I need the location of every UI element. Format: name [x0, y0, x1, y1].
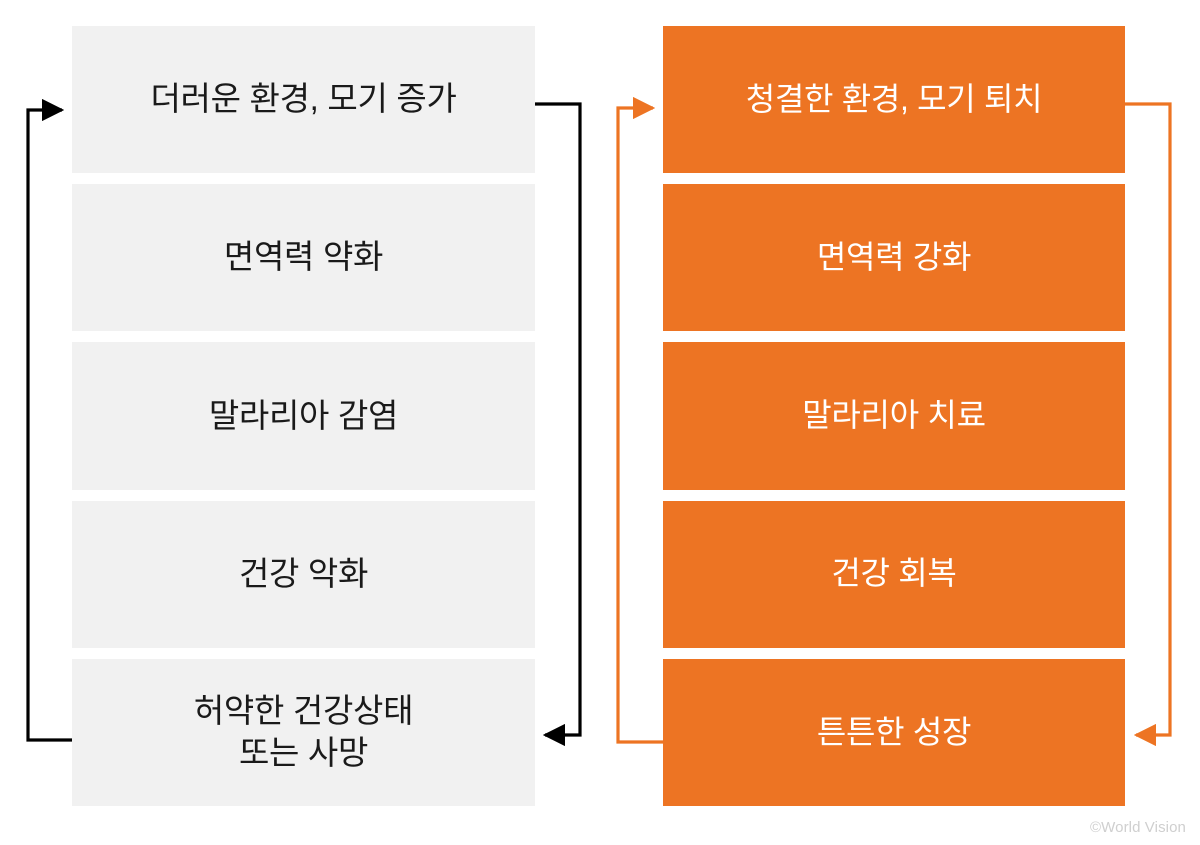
negative-loop-right-connector — [534, 102, 582, 747]
negative-step-4[interactable]: 건강 악화 — [72, 500, 535, 648]
negative-step-3-label: 말라리아 감염 — [208, 396, 399, 434]
negative-step-1-label: 더러운 환경, 모기 증가 — [150, 80, 457, 118]
negative-step-1[interactable]: 더러운 환경, 모기 증가 — [72, 26, 535, 174]
negative-step-4-label: 건강 악화 — [238, 554, 369, 592]
positive-step-4-label: 건강 회복 — [831, 555, 957, 592]
negative-step-2-label: 면역력 약화 — [223, 238, 384, 276]
positive-step-1-label: 청결한 환경, 모기 퇴치 — [745, 80, 1043, 117]
positive-step-2[interactable]: 면역력 강화 — [663, 184, 1125, 332]
positive-loop-left-connector — [616, 96, 664, 744]
positive-loop-right-connector — [1124, 102, 1172, 747]
negative-step-5-label: 허약한 건강상태 또는 사망 — [193, 691, 414, 772]
negative-step-5[interactable]: 허약한 건강상태 또는 사망 — [72, 658, 535, 807]
positive-step-3-label: 말라리아 치료 — [802, 397, 986, 434]
positive-step-3[interactable]: 말라리아 치료 — [663, 342, 1125, 490]
positive-cycle-column: 청결한 환경, 모기 퇴치 면역력 강화 말라리아 치료 건강 회복 튼튼한 성… — [663, 26, 1125, 807]
negative-cycle-column: 더러운 환경, 모기 증가 면역력 약화 말라리아 감염 건강 악화 허약한 건… — [72, 26, 535, 807]
watermark-credit: ©World Vision — [1089, 819, 1186, 836]
positive-step-1[interactable]: 청결한 환경, 모기 퇴치 — [663, 26, 1125, 174]
negative-step-2[interactable]: 면역력 약화 — [72, 184, 535, 332]
negative-loop-left-connector — [26, 98, 73, 742]
positive-step-5-label: 튼튼한 성장 — [816, 713, 972, 750]
positive-step-5[interactable]: 튼튼한 성장 — [663, 658, 1125, 807]
negative-step-3[interactable]: 말라리아 감염 — [72, 342, 535, 490]
positive-step-2-label: 면역력 강화 — [816, 239, 972, 275]
positive-step-4[interactable]: 건강 회복 — [663, 500, 1125, 648]
